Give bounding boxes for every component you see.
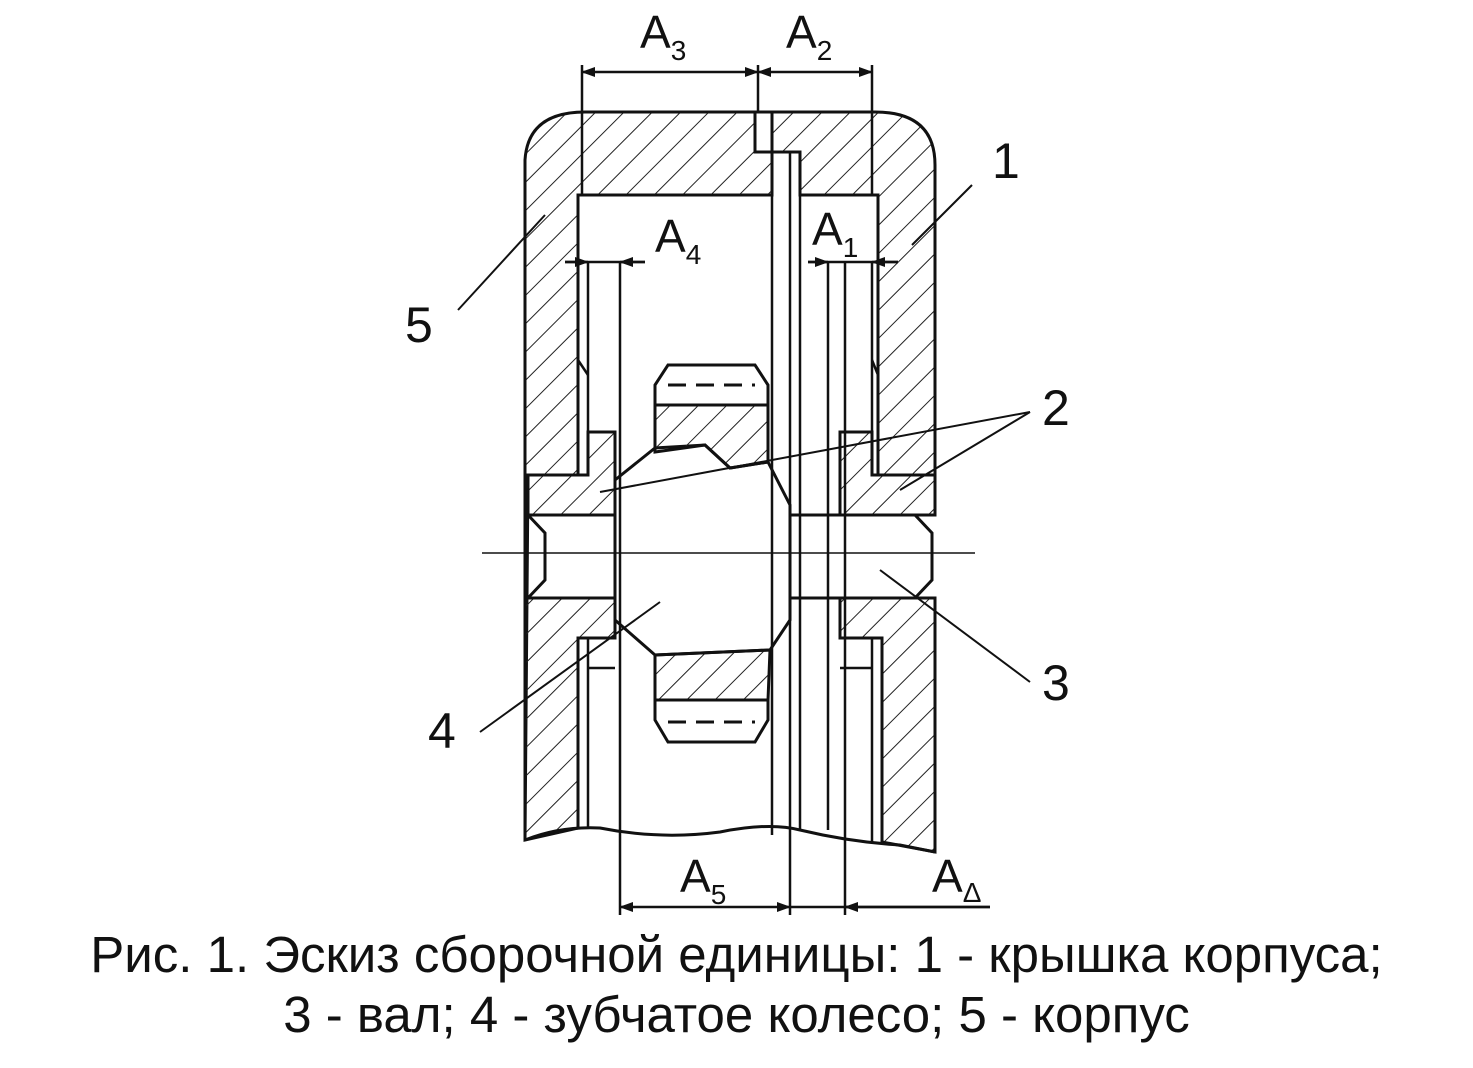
- leader-3: [879, 569, 1031, 683]
- assembly-drawing: A3 A2 A4 A1 A5 AΔ 1 2 3 4 5: [405, 6, 1070, 915]
- label-a1: A1: [812, 203, 858, 263]
- leader-1: [911, 184, 973, 246]
- leader-5: [457, 214, 546, 311]
- part-number-3: 3: [1042, 655, 1070, 711]
- shaft: [524, 513, 934, 600]
- gear-rim-bottom: [653, 648, 772, 702]
- label-a5: A5: [680, 850, 726, 910]
- gear-hub: [613, 443, 792, 657]
- housing-wall-left: [523, 110, 774, 841]
- leader-lines: [457, 184, 1031, 733]
- leader-2b: [899, 411, 1031, 491]
- leader-4: [479, 601, 661, 733]
- housing-body: [523, 110, 774, 842]
- label-a-delta: AΔ: [932, 850, 981, 908]
- caption-line-1: Рис. 1. Эскиз сборочной единицы: 1 - кры…: [90, 926, 1383, 983]
- caption-line-2: 3 - вал; 4 - зубчатое колесо; 5 - корпус: [283, 986, 1190, 1043]
- label-a4: A4: [655, 210, 701, 270]
- part-number-1: 1: [992, 133, 1020, 189]
- dimension-lines: [565, 67, 990, 912]
- label-a2: A2: [786, 6, 832, 66]
- cover-top-right: [755, 110, 937, 477]
- leader-2a: [599, 411, 1031, 493]
- cover-lower-right: [838, 596, 937, 854]
- part-number-4: 4: [428, 703, 456, 759]
- housing-lower-left: [523, 596, 617, 842]
- part-number-2: 2: [1042, 380, 1070, 436]
- figure-caption: Рис. 1. Эскиз сборочной единицы: 1 - кры…: [0, 925, 1473, 1045]
- part-number-5: 5: [405, 297, 433, 353]
- label-a3: A3: [640, 6, 686, 66]
- break-line: [524, 824, 936, 854]
